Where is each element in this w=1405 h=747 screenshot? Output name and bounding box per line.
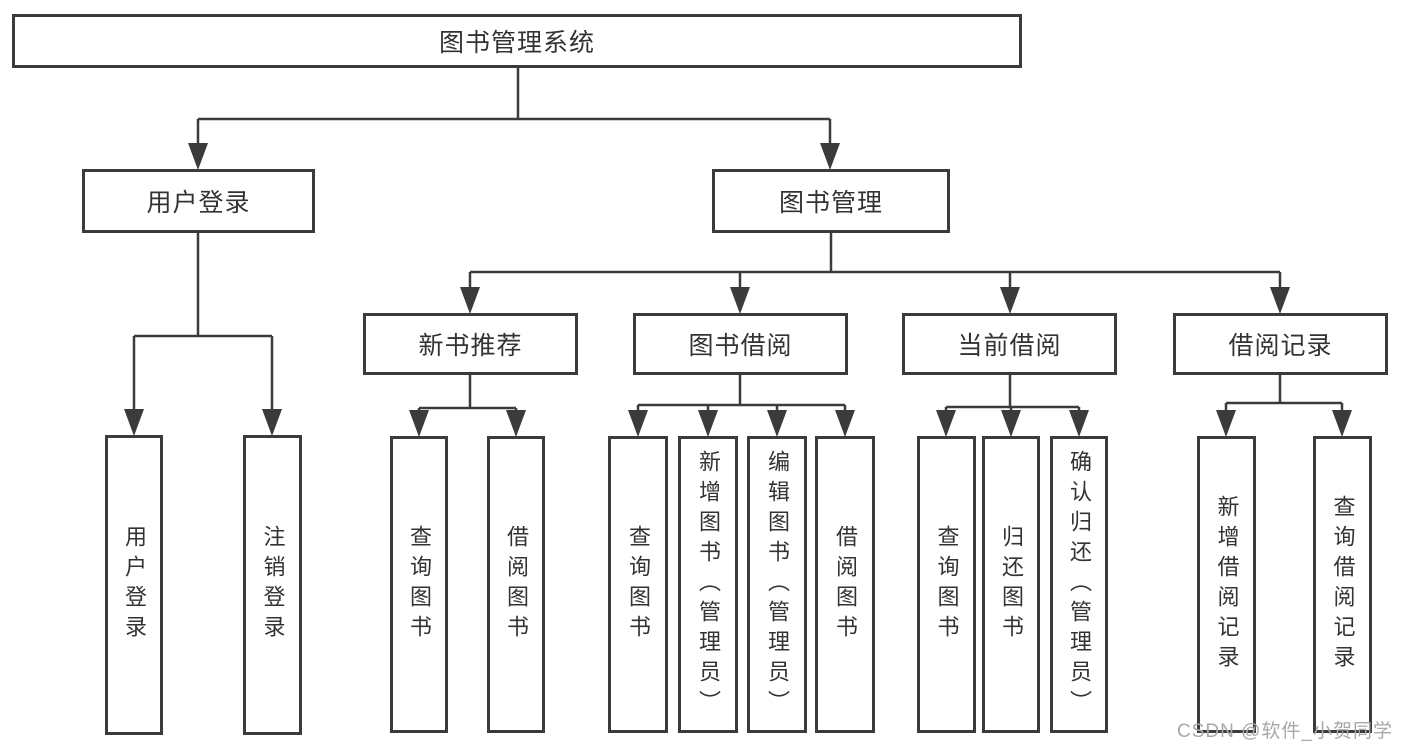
node-leaf-return-books: 归还图书 [982, 436, 1040, 733]
node-leaf-borrow-books: 借阅图书 [815, 436, 875, 733]
leaf-label: 查询图书 [934, 524, 960, 645]
node-book-management: 图书管理 [712, 169, 950, 233]
node-user-login: 用户登录 [82, 169, 315, 233]
leaf-label: 用户登录 [122, 525, 147, 645]
arrowheads [124, 143, 1352, 437]
node-leaf-confirm-return-admin: 确认归还（管理员） [1050, 436, 1108, 733]
node-leaf-add-books-admin: 新增图书（管理员） [678, 436, 738, 733]
node-book-borrow: 图书借阅 [633, 313, 848, 375]
leaf-label: 确认归还（管理员） [1067, 449, 1092, 720]
node-leaf-query-borrow-record: 查询借阅记录 [1313, 436, 1372, 733]
leaf-label: 查询图书 [626, 524, 651, 645]
node-leaf-borrow-books-recommend: 借阅图书 [487, 436, 545, 733]
node-borrow-records: 借阅记录 [1173, 313, 1388, 375]
leaf-label: 查询图书 [407, 524, 432, 645]
leaf-label: 注销登录 [260, 525, 286, 645]
leaf-label: 归还图书 [999, 524, 1024, 645]
node-leaf-query-books-recommend: 查询图书 [390, 436, 448, 733]
node-leaf-query-books-current: 查询图书 [917, 436, 976, 733]
watermark: CSDN @软件_小贺同学 [1177, 721, 1393, 742]
node-current-borrow: 当前借阅 [902, 313, 1117, 375]
node-leaf-logout: 注销登录 [243, 435, 302, 735]
leaf-label: 编辑图书（管理员） [765, 449, 790, 720]
node-leaf-edit-books-admin: 编辑图书（管理员） [747, 436, 807, 733]
node-leaf-add-borrow-record: 新增借阅记录 [1197, 436, 1256, 733]
leaf-label: 新增借阅记录 [1214, 494, 1240, 675]
leaf-label: 新增图书（管理员） [696, 449, 721, 720]
leaf-label: 借阅图书 [504, 524, 529, 645]
node-root: 图书管理系统 [12, 14, 1022, 68]
node-leaf-query-books-borrow: 查询图书 [608, 436, 668, 733]
leaf-label: 查询借阅记录 [1330, 494, 1356, 675]
node-leaf-user-login: 用户登录 [105, 435, 163, 735]
leaf-label: 借阅图书 [833, 524, 858, 645]
node-new-book-recommend: 新书推荐 [363, 313, 578, 375]
